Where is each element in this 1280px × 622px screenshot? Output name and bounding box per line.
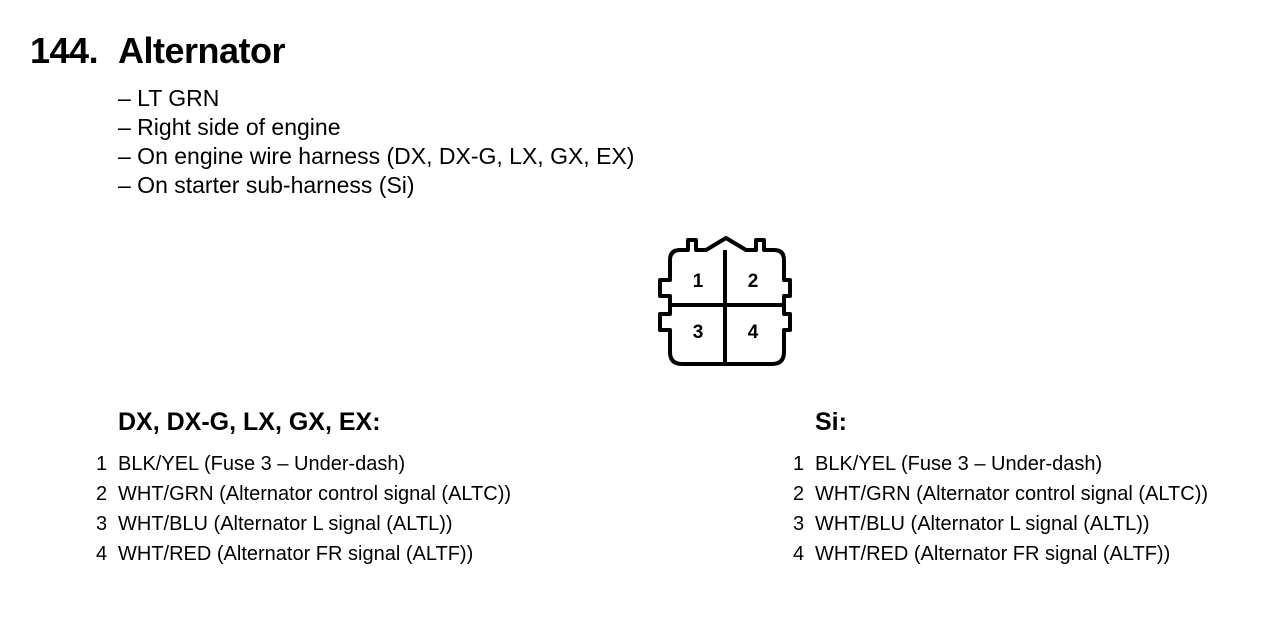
info-location: – Right side of engine (118, 114, 341, 140)
pinout-row: 2 WHT/GRN (Alternator control signal (ALT… (789, 479, 1208, 509)
connector-pin-2: 2 (748, 271, 759, 292)
pin-description: WHT/GRN (Alternator control signal (ALTC… (118, 483, 512, 505)
connector-info-list: – LT GRN – Right side of engine – On eng… (118, 84, 634, 200)
pin-description: WHT/RED (Alternator FR signal (ALTF)) (815, 543, 1171, 565)
pin-number: 1 (793, 453, 805, 475)
info-color: – LT GRN (118, 85, 220, 111)
section-title: Alternator (118, 30, 286, 71)
pin-description: WHT/BLU (Alternator L signal (ALTL)) (815, 513, 1150, 535)
pin-number: 2 (96, 483, 108, 505)
pin-description: WHT/GRN (Alternator control signal (ALTC… (815, 483, 1209, 505)
pin-description: BLK/YEL (Fuse 3 – Under-dash) (118, 453, 406, 475)
pinout-row: 3 WHT/BLU (Alternator L signal (ALTL)) (789, 509, 1208, 539)
pinout-row: 2 WHT/GRN (Alternator control signal (ALT… (92, 479, 511, 509)
info-sub-harness: – On starter sub-harness (Si) (118, 172, 415, 198)
pin-description: WHT/BLU (Alternator L signal (ALTL)) (118, 513, 453, 535)
pinout-list: 1 BLK/YEL (Fuse 3 – Under-dash) 2 WHT/GRN … (789, 449, 1208, 569)
pinout-row: 4 WHT/RED (Alternator FR signal (ALTF)) (92, 539, 511, 569)
section-number: 144. (30, 30, 99, 71)
pin-number: 1 (96, 453, 108, 475)
pin-description: WHT/RED (Alternator FR signal (ALTF)) (118, 543, 474, 565)
connector-pin-3: 3 (693, 322, 704, 343)
pinout-row: 1 BLK/YEL (Fuse 3 – Under-dash) (789, 449, 1208, 479)
pinout-row: 1 BLK/YEL (Fuse 3 – Under-dash) (92, 449, 511, 479)
pinout-column-title: Si: (815, 408, 847, 436)
connector-pin-4: 4 (748, 322, 759, 343)
connector-diagram: 1 2 3 4 (658, 236, 792, 366)
pinout-row: 3 WHT/BLU (Alternator L signal (ALTL)) (92, 509, 511, 539)
pin-number: 2 (793, 483, 805, 505)
pin-number: 4 (793, 543, 805, 565)
pin-number: 4 (96, 543, 108, 565)
info-harness: – On engine wire harness (DX, DX-G, LX, … (118, 143, 635, 169)
connector-pin-1: 1 (693, 271, 704, 292)
connector-outline (658, 236, 792, 366)
pinout-column-title: DX, DX-G, LX, GX, EX: (118, 408, 381, 436)
page-title: 144. Alternator (30, 30, 286, 72)
pin-number: 3 (793, 513, 805, 535)
pinout-row: 4 WHT/RED (Alternator FR signal (ALTF)) (789, 539, 1208, 569)
pin-description: BLK/YEL (Fuse 3 – Under-dash) (815, 453, 1103, 475)
pinout-list: 1 BLK/YEL (Fuse 3 – Under-dash) 2 WHT/GRN … (92, 449, 511, 569)
pinout-column-dx: DX, DX-G, LX, GX, EX: 1 BLK/YEL (Fuse 3 –… (92, 408, 511, 569)
pin-number: 3 (96, 513, 108, 535)
